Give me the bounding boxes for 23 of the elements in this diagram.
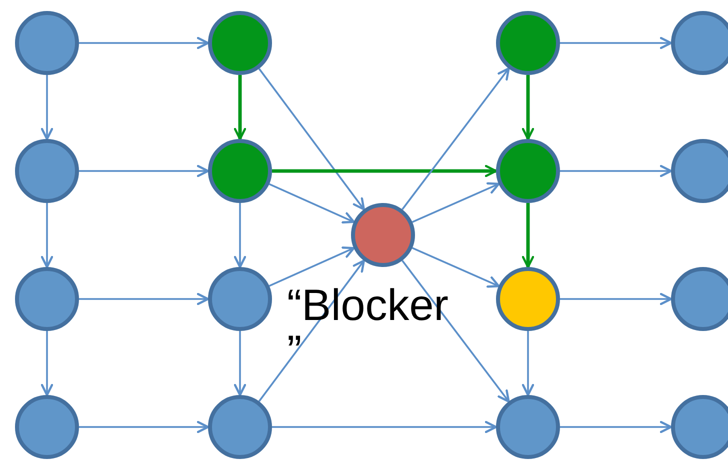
arrow (258, 68, 365, 210)
arrow (79, 164, 210, 178)
arrow (522, 75, 534, 140)
arrow (234, 203, 246, 268)
arrow (79, 292, 210, 306)
arrow (402, 260, 510, 403)
arrow (79, 420, 210, 434)
arrow (272, 164, 498, 178)
arrow (272, 420, 498, 434)
arrow (522, 331, 534, 396)
arrow (560, 292, 672, 306)
arrow (522, 203, 534, 268)
arrow (40, 331, 54, 396)
arrow (560, 164, 672, 178)
arrow (40, 75, 54, 140)
arrow (258, 260, 365, 402)
arrow (560, 420, 672, 434)
arrow (560, 36, 672, 50)
arrow (402, 67, 510, 210)
arrow (234, 331, 246, 396)
arrow (40, 203, 54, 268)
arrow (234, 75, 246, 140)
arrow (79, 36, 210, 50)
